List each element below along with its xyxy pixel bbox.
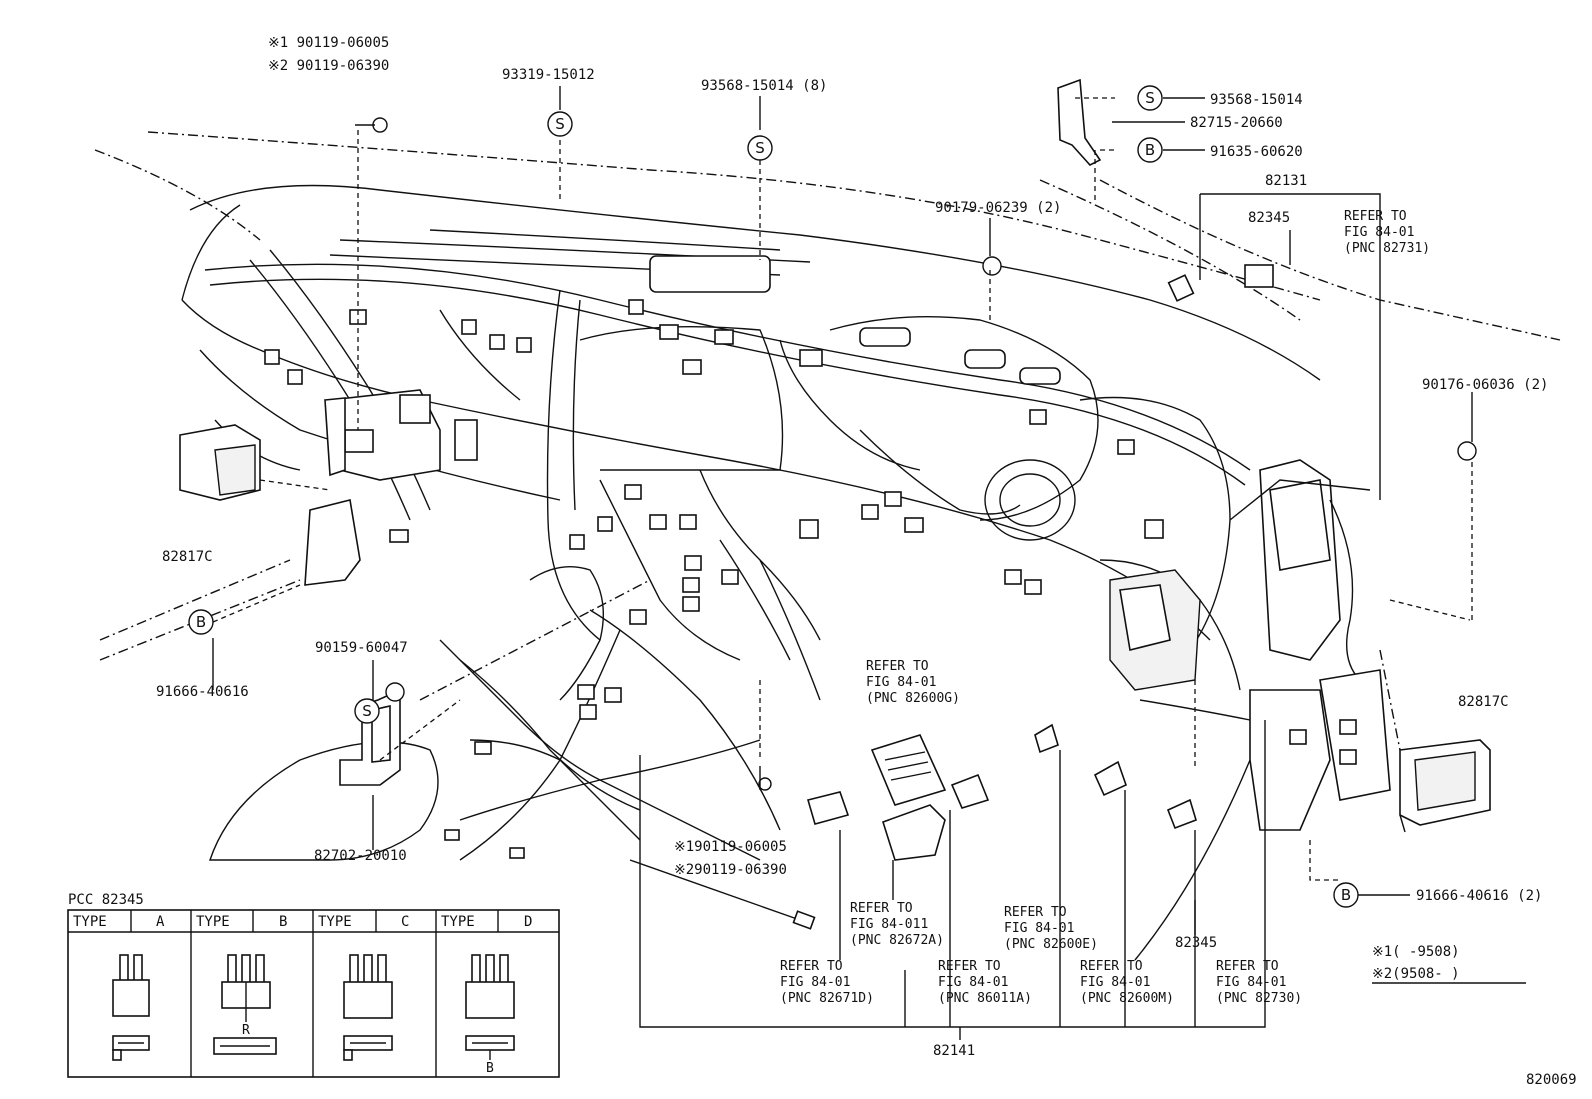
- bolt-symbol-91666-left: B: [188, 609, 214, 635]
- label-refer-82600e-1: REFER TO: [1004, 905, 1067, 920]
- label-82141: 82141: [933, 1043, 975, 1059]
- label-star1-bottom: ※190119-06005: [674, 839, 787, 855]
- screw-symbol-93568: S: [747, 135, 773, 161]
- label-refer-82600m-3: (PNC 82600M): [1080, 991, 1174, 1006]
- legend-star2: ※2(9508- ): [1372, 966, 1460, 982]
- callout-leaders: [99, 97, 1473, 881]
- label-refer-82730-3: (PNC 82730): [1216, 991, 1302, 1006]
- label-refer-82600g-3: (PNC 82600G): [866, 691, 960, 706]
- label-refer-82671d-1: REFER TO: [780, 959, 843, 974]
- pcc-type-d-value: D: [524, 914, 532, 930]
- label-93568-15014: 93568-15014: [1210, 92, 1303, 108]
- bolt-symbol-91666-right: B: [1333, 882, 1359, 908]
- label-90179-06239: 90179-06239 (2): [935, 200, 1061, 216]
- label-93568-15014-8: 93568-15014 (8): [701, 78, 827, 94]
- label-leaders: [212, 86, 1473, 1040]
- label-refer-82731-3: (PNC 82731): [1344, 241, 1430, 256]
- screw-symbol-90159: S: [354, 698, 380, 724]
- svg-text:B: B: [196, 613, 206, 631]
- screw-symbol-93568b: S: [1137, 85, 1163, 111]
- label-refer-82672a-3: (PNC 82672A): [850, 933, 944, 948]
- label-82702-20010: 82702-20010: [314, 848, 407, 864]
- label-refer-82600g-2: FIG 84-01: [866, 675, 936, 690]
- pcc-type-a-label: TYPE: [73, 914, 107, 930]
- pcc-type-table: PCC 82345 TYPE A TYPE B TYPE C TYPE D: [67, 892, 560, 1078]
- label-90176-06036: 90176-06036 (2): [1422, 377, 1548, 393]
- label-star1-top: ※1 90119-06005: [268, 35, 389, 51]
- svg-text:S: S: [1145, 89, 1155, 107]
- pcc-type-a-value: A: [156, 914, 165, 930]
- relay-type-b-icon: R: [213, 954, 277, 1055]
- label-refer-82671d-3: (PNC 82671D): [780, 991, 874, 1006]
- label-refer-82731-2: FIG 84-01: [1344, 225, 1414, 240]
- pcc-type-b-label: TYPE: [196, 914, 230, 930]
- label-refer-82600m-2: FIG 84-01: [1080, 975, 1150, 990]
- type-d-note: B: [486, 1061, 494, 1076]
- date-legend: ※1( -9508) ※2(9508- ): [1372, 944, 1526, 984]
- legend-star1: ※1( -9508): [1372, 944, 1460, 960]
- relay-type-d-icon: B: [465, 954, 515, 1076]
- label-refer-86011a-2: FIG 84-01: [938, 975, 1008, 990]
- bolt-symbol-91635: B: [1137, 137, 1163, 163]
- label-star2-top: ※2 90119-06390: [268, 58, 389, 74]
- label-82817c-right: 82817C: [1458, 694, 1509, 710]
- label-refer-82671d-2: FIG 84-01: [780, 975, 850, 990]
- pcc-type-d-label: TYPE: [441, 914, 475, 930]
- screw-symbol-93319: S: [547, 111, 573, 137]
- label-refer-82672a-2: FIG 84-011: [850, 917, 928, 932]
- label-refer-82600m-1: REFER TO: [1080, 959, 1143, 974]
- label-82345-top: 82345: [1248, 210, 1290, 226]
- label-refer-82600e-3: (PNC 82600E): [1004, 937, 1098, 952]
- instrument-panel-drawing: [94, 78, 1561, 930]
- figure-code: 820069: [1526, 1072, 1577, 1088]
- label-91635-60620: 91635-60620: [1210, 144, 1303, 160]
- label-refer-82600g-1: REFER TO: [866, 659, 929, 674]
- label-refer-82600e-2: FIG 84-01: [1004, 921, 1074, 936]
- pcc-table-title: PCC 82345: [68, 892, 144, 908]
- label-refer-82731-1: REFER TO: [1344, 209, 1407, 224]
- label-82345-bottom: 82345: [1175, 935, 1217, 951]
- label-star2-bottom: ※290119-06390: [674, 862, 787, 878]
- label-82715-20660: 82715-20660: [1190, 115, 1283, 131]
- pcc-type-b-value: B: [279, 914, 287, 930]
- label-93319-15012: 93319-15012: [502, 67, 595, 83]
- label-refer-86011a-1: REFER TO: [938, 959, 1001, 974]
- part-labels: ※1 90119-06005 ※2 90119-06390 93319-1501…: [156, 35, 1577, 1088]
- svg-text:B: B: [1145, 141, 1155, 159]
- label-91666-40616-right: 91666-40616 (2): [1416, 888, 1542, 904]
- label-refer-86011a-3: (PNC 86011A): [938, 991, 1032, 1006]
- relay-type-a-icon: [112, 954, 150, 1061]
- label-82131: 82131: [1265, 173, 1307, 189]
- svg-text:B: B: [1341, 886, 1351, 904]
- pcc-type-c-value: C: [401, 914, 409, 930]
- label-90159-60047: 90159-60047: [315, 640, 408, 656]
- label-refer-82730-1: REFER TO: [1216, 959, 1279, 974]
- pcc-type-c-label: TYPE: [318, 914, 352, 930]
- label-91666-40616-left: 91666-40616: [156, 684, 249, 700]
- svg-text:S: S: [362, 702, 372, 720]
- label-refer-82730-2: FIG 84-01: [1216, 975, 1286, 990]
- label-refer-82672a-1: REFER TO: [850, 901, 913, 916]
- type-b-note: R: [242, 1023, 250, 1038]
- svg-text:S: S: [755, 139, 765, 157]
- label-82817c-left: 82817C: [162, 549, 213, 565]
- relay-type-c-icon: [343, 954, 393, 1061]
- svg-text:S: S: [555, 115, 565, 133]
